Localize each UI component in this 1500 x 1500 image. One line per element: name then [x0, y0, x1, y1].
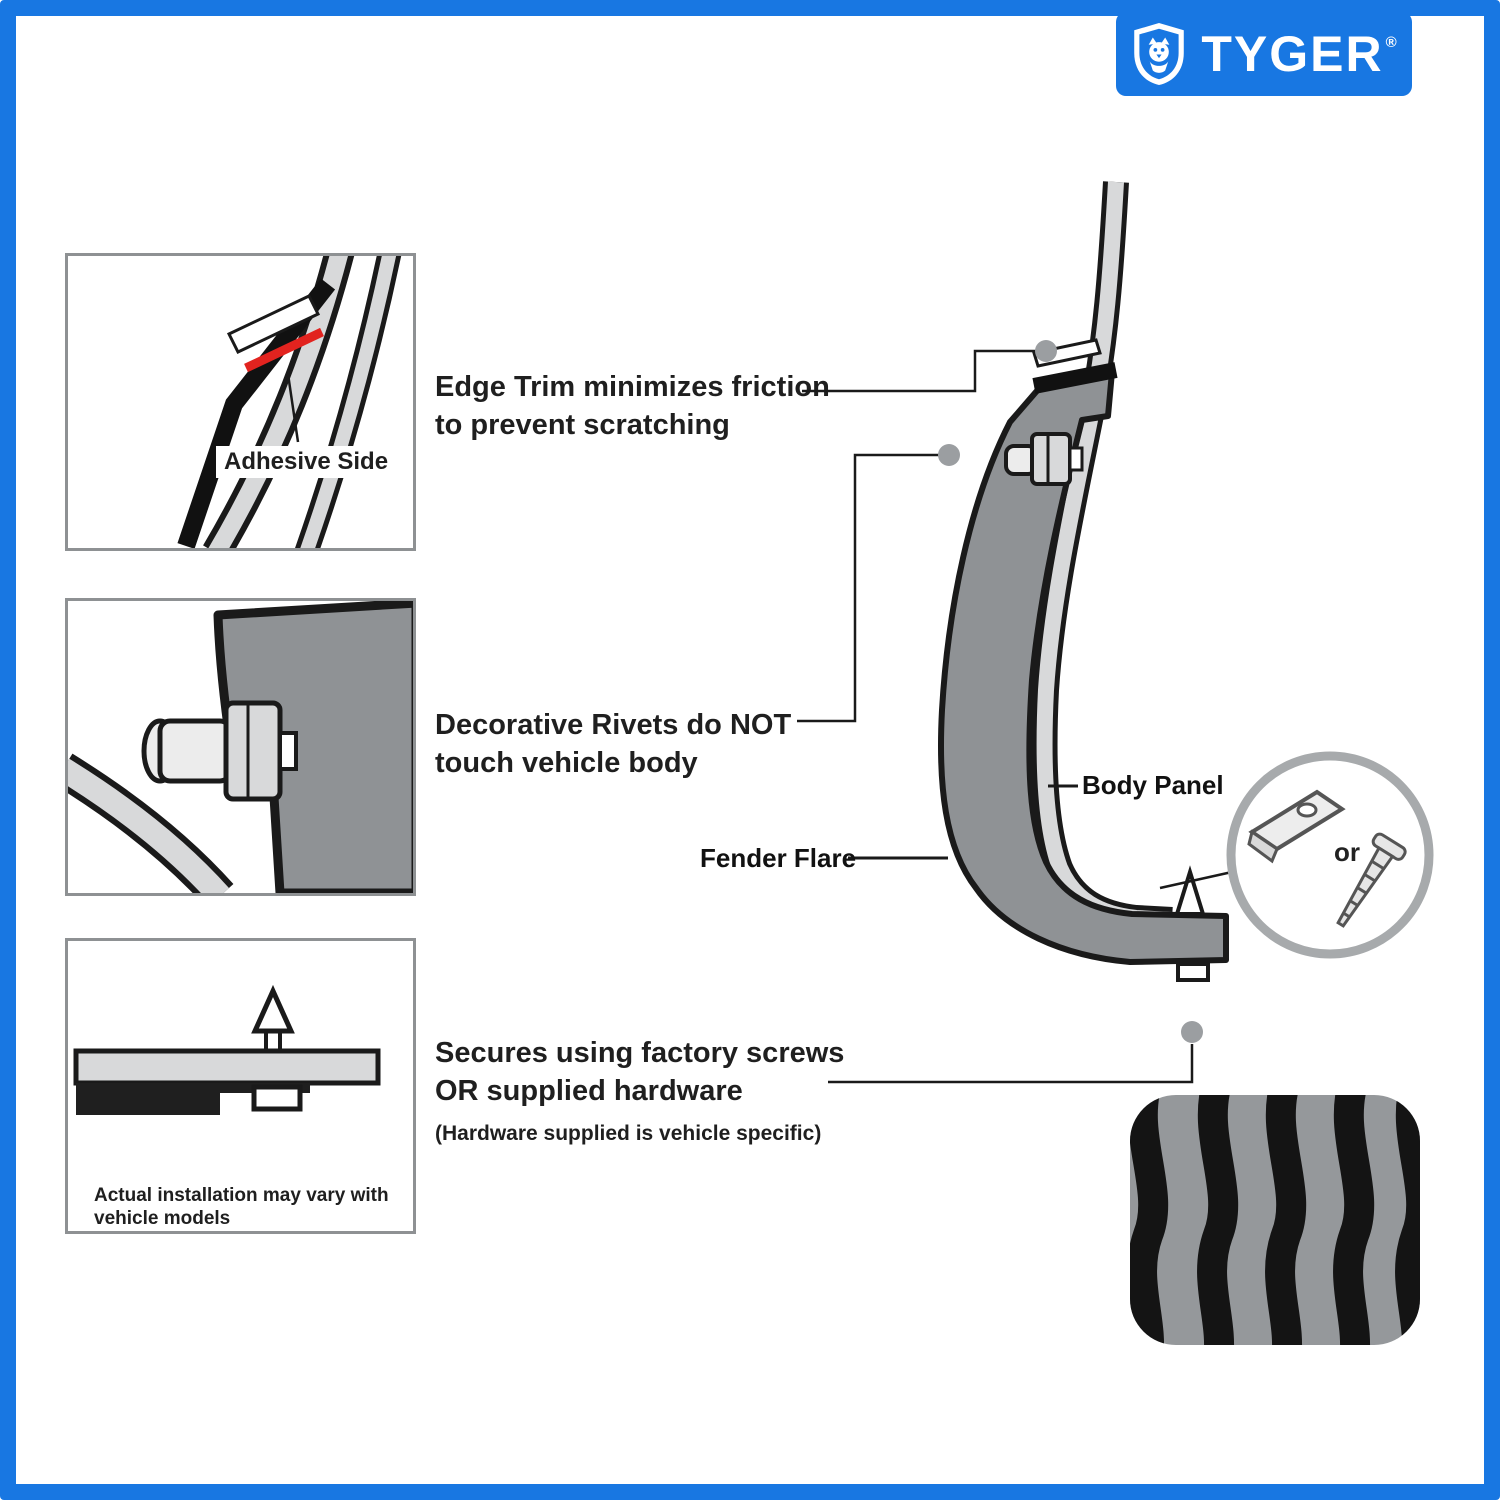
decorative-rivet-detail-illustration — [68, 601, 413, 893]
adhesive-tape-strip — [226, 294, 321, 354]
decorative-rivet-zoom-icon — [141, 700, 298, 802]
adhesive-side-label: Adhesive Side — [216, 446, 397, 478]
inset-rivet-detail — [65, 598, 416, 896]
tire-tread-illustration — [1130, 1095, 1420, 1345]
u-clip-fastener-icon — [1247, 789, 1346, 864]
fender-flare-body — [937, 369, 1229, 965]
screw-tip-icon — [251, 984, 295, 1034]
body-panel-label: Body Panel — [1082, 770, 1224, 800]
flange-bar — [73, 1048, 381, 1086]
brand-name: TYGER — [1201, 26, 1384, 82]
mounting-screw — [1174, 865, 1210, 982]
adhesive-red-stripe — [244, 327, 324, 373]
inset-edge-trim-detail: Adhesive Side — [65, 253, 416, 551]
retaining-clip-icon — [251, 1084, 303, 1112]
retaining-clip — [1176, 962, 1210, 982]
annotation-secures: Secures using factory screws OR supplied… — [435, 1037, 845, 1108]
magnifier-ring — [1226, 751, 1434, 959]
decorative-rivet — [1004, 432, 1084, 486]
annotation-edge-trim: Edge Trim minimizes friction to prevent … — [435, 371, 830, 442]
installation-variance-note: Actual installation may vary with vehicl… — [94, 1185, 389, 1229]
edge-trim-cap — [1032, 362, 1118, 394]
tyger-logo: TYGER® — [1116, 12, 1412, 96]
tyger-shield-lion-icon — [1134, 23, 1185, 85]
flange-screw-detail-illustration — [73, 984, 381, 1115]
registered-mark: ® — [1385, 34, 1399, 52]
brand-wordmark: TYGER® — [1201, 29, 1396, 79]
edge-trim-adhesive-detail-illustration — [177, 256, 402, 548]
inset-hardware-detail: Actual installation may vary with vehicl… — [65, 938, 416, 1234]
body-panel-strip — [1036, 181, 1173, 928]
fender-flare-cross-section-diagram — [937, 181, 1229, 982]
annotation-rivets: Decorative Rivets do NOT touch vehicle b… — [435, 709, 792, 780]
screw-icon — [1336, 832, 1407, 928]
adhesive-pointer-line — [286, 373, 300, 443]
fender-flare-label: Fender Flare — [700, 843, 857, 873]
annotation-secures-note: (Hardware supplied is vehicle specific) — [435, 1122, 822, 1145]
or-label: or — [1334, 837, 1360, 867]
hardware-magnifier-circle: or — [1226, 751, 1434, 959]
